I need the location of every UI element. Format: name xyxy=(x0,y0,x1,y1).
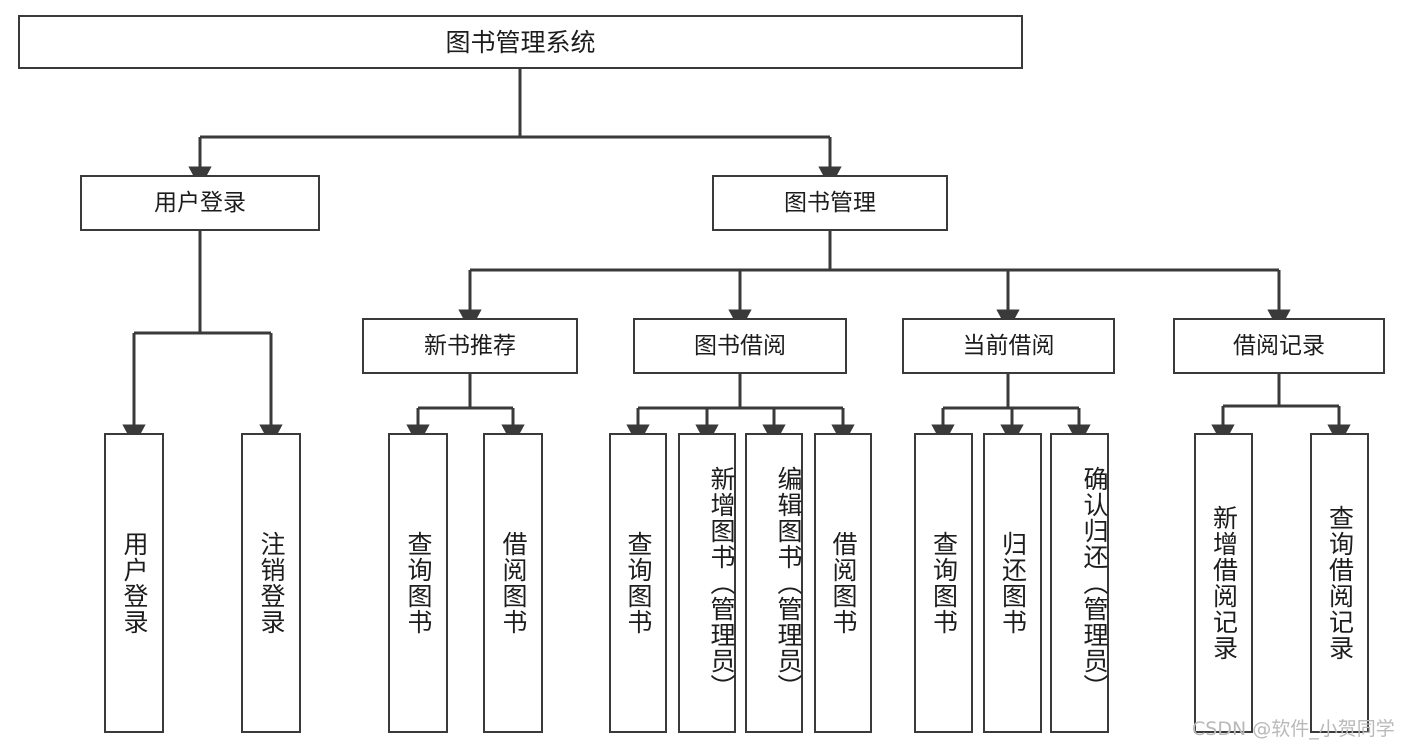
node-borrow-record-label: 借阅记录 xyxy=(1233,332,1325,359)
node-leaf-return-book-label: 归还图书 xyxy=(998,531,1028,635)
node-leaf-query-book-1[interactable]: 查询图书 xyxy=(388,433,448,733)
node-leaf-query-book-2[interactable]: 查询图书 xyxy=(609,433,667,733)
node-leaf-borrow-book-2-label: 借阅图书 xyxy=(829,531,858,635)
node-leaf-logout-login[interactable]: 注销登录 xyxy=(241,433,301,733)
node-current-borrow[interactable]: 当前借阅 xyxy=(902,318,1115,374)
node-leaf-borrow-book-2[interactable]: 借阅图书 xyxy=(814,433,872,733)
node-leaf-edit-book-label: 编辑图书（管理员） xyxy=(774,466,803,700)
node-book-manage[interactable]: 图书管理 xyxy=(712,175,948,231)
node-book-manage-label: 图书管理 xyxy=(784,189,876,216)
node-leaf-query-book-2-label: 查询图书 xyxy=(624,531,653,635)
node-leaf-borrow-book-1-label: 借阅图书 xyxy=(499,531,528,635)
node-leaf-confirm-return-label: 确认归还（管理员） xyxy=(1080,466,1109,700)
node-leaf-query-borrow-record-label: 查询借阅记录 xyxy=(1325,505,1355,661)
node-current-borrow-label: 当前借阅 xyxy=(962,332,1055,359)
node-new-book-recommend-label: 新书推荐 xyxy=(424,332,516,359)
node-leaf-user-login-label: 用户登录 xyxy=(120,531,149,635)
node-leaf-return-book[interactable]: 归还图书 xyxy=(983,433,1042,733)
watermark-text: CSDN @软件_小贺同学 xyxy=(1192,718,1395,740)
node-leaf-edit-book[interactable]: 编辑图书（管理员） xyxy=(745,433,803,733)
node-leaf-query-borrow-record[interactable]: 查询借阅记录 xyxy=(1310,433,1369,733)
node-user-login[interactable]: 用户登录 xyxy=(80,175,320,231)
node-leaf-add-book[interactable]: 新增图书（管理员） xyxy=(678,433,736,733)
node-leaf-user-login[interactable]: 用户登录 xyxy=(104,433,164,733)
node-leaf-query-book-1-label: 查询图书 xyxy=(404,531,433,635)
node-leaf-add-borrow-record-label: 新增借阅记录 xyxy=(1209,505,1239,661)
node-leaf-confirm-return[interactable]: 确认归还（管理员） xyxy=(1050,433,1109,733)
node-book-borrow-label: 图书借阅 xyxy=(694,332,786,359)
node-leaf-borrow-book-1[interactable]: 借阅图书 xyxy=(483,433,543,733)
node-root-label: 图书管理系统 xyxy=(445,27,596,57)
node-borrow-record[interactable]: 借阅记录 xyxy=(1173,318,1385,374)
node-leaf-query-book-3[interactable]: 查询图书 xyxy=(914,433,973,733)
node-leaf-add-book-label: 新增图书（管理员） xyxy=(707,466,736,700)
node-new-book-recommend[interactable]: 新书推荐 xyxy=(362,318,578,374)
node-book-borrow[interactable]: 图书借阅 xyxy=(633,318,847,374)
node-leaf-logout-login-label: 注销登录 xyxy=(257,531,286,635)
node-leaf-add-borrow-record[interactable]: 新增借阅记录 xyxy=(1194,433,1253,733)
node-user-login-label: 用户登录 xyxy=(154,189,246,216)
node-leaf-query-book-3-label: 查询图书 xyxy=(929,531,959,635)
node-root[interactable]: 图书管理系统 xyxy=(18,15,1023,69)
